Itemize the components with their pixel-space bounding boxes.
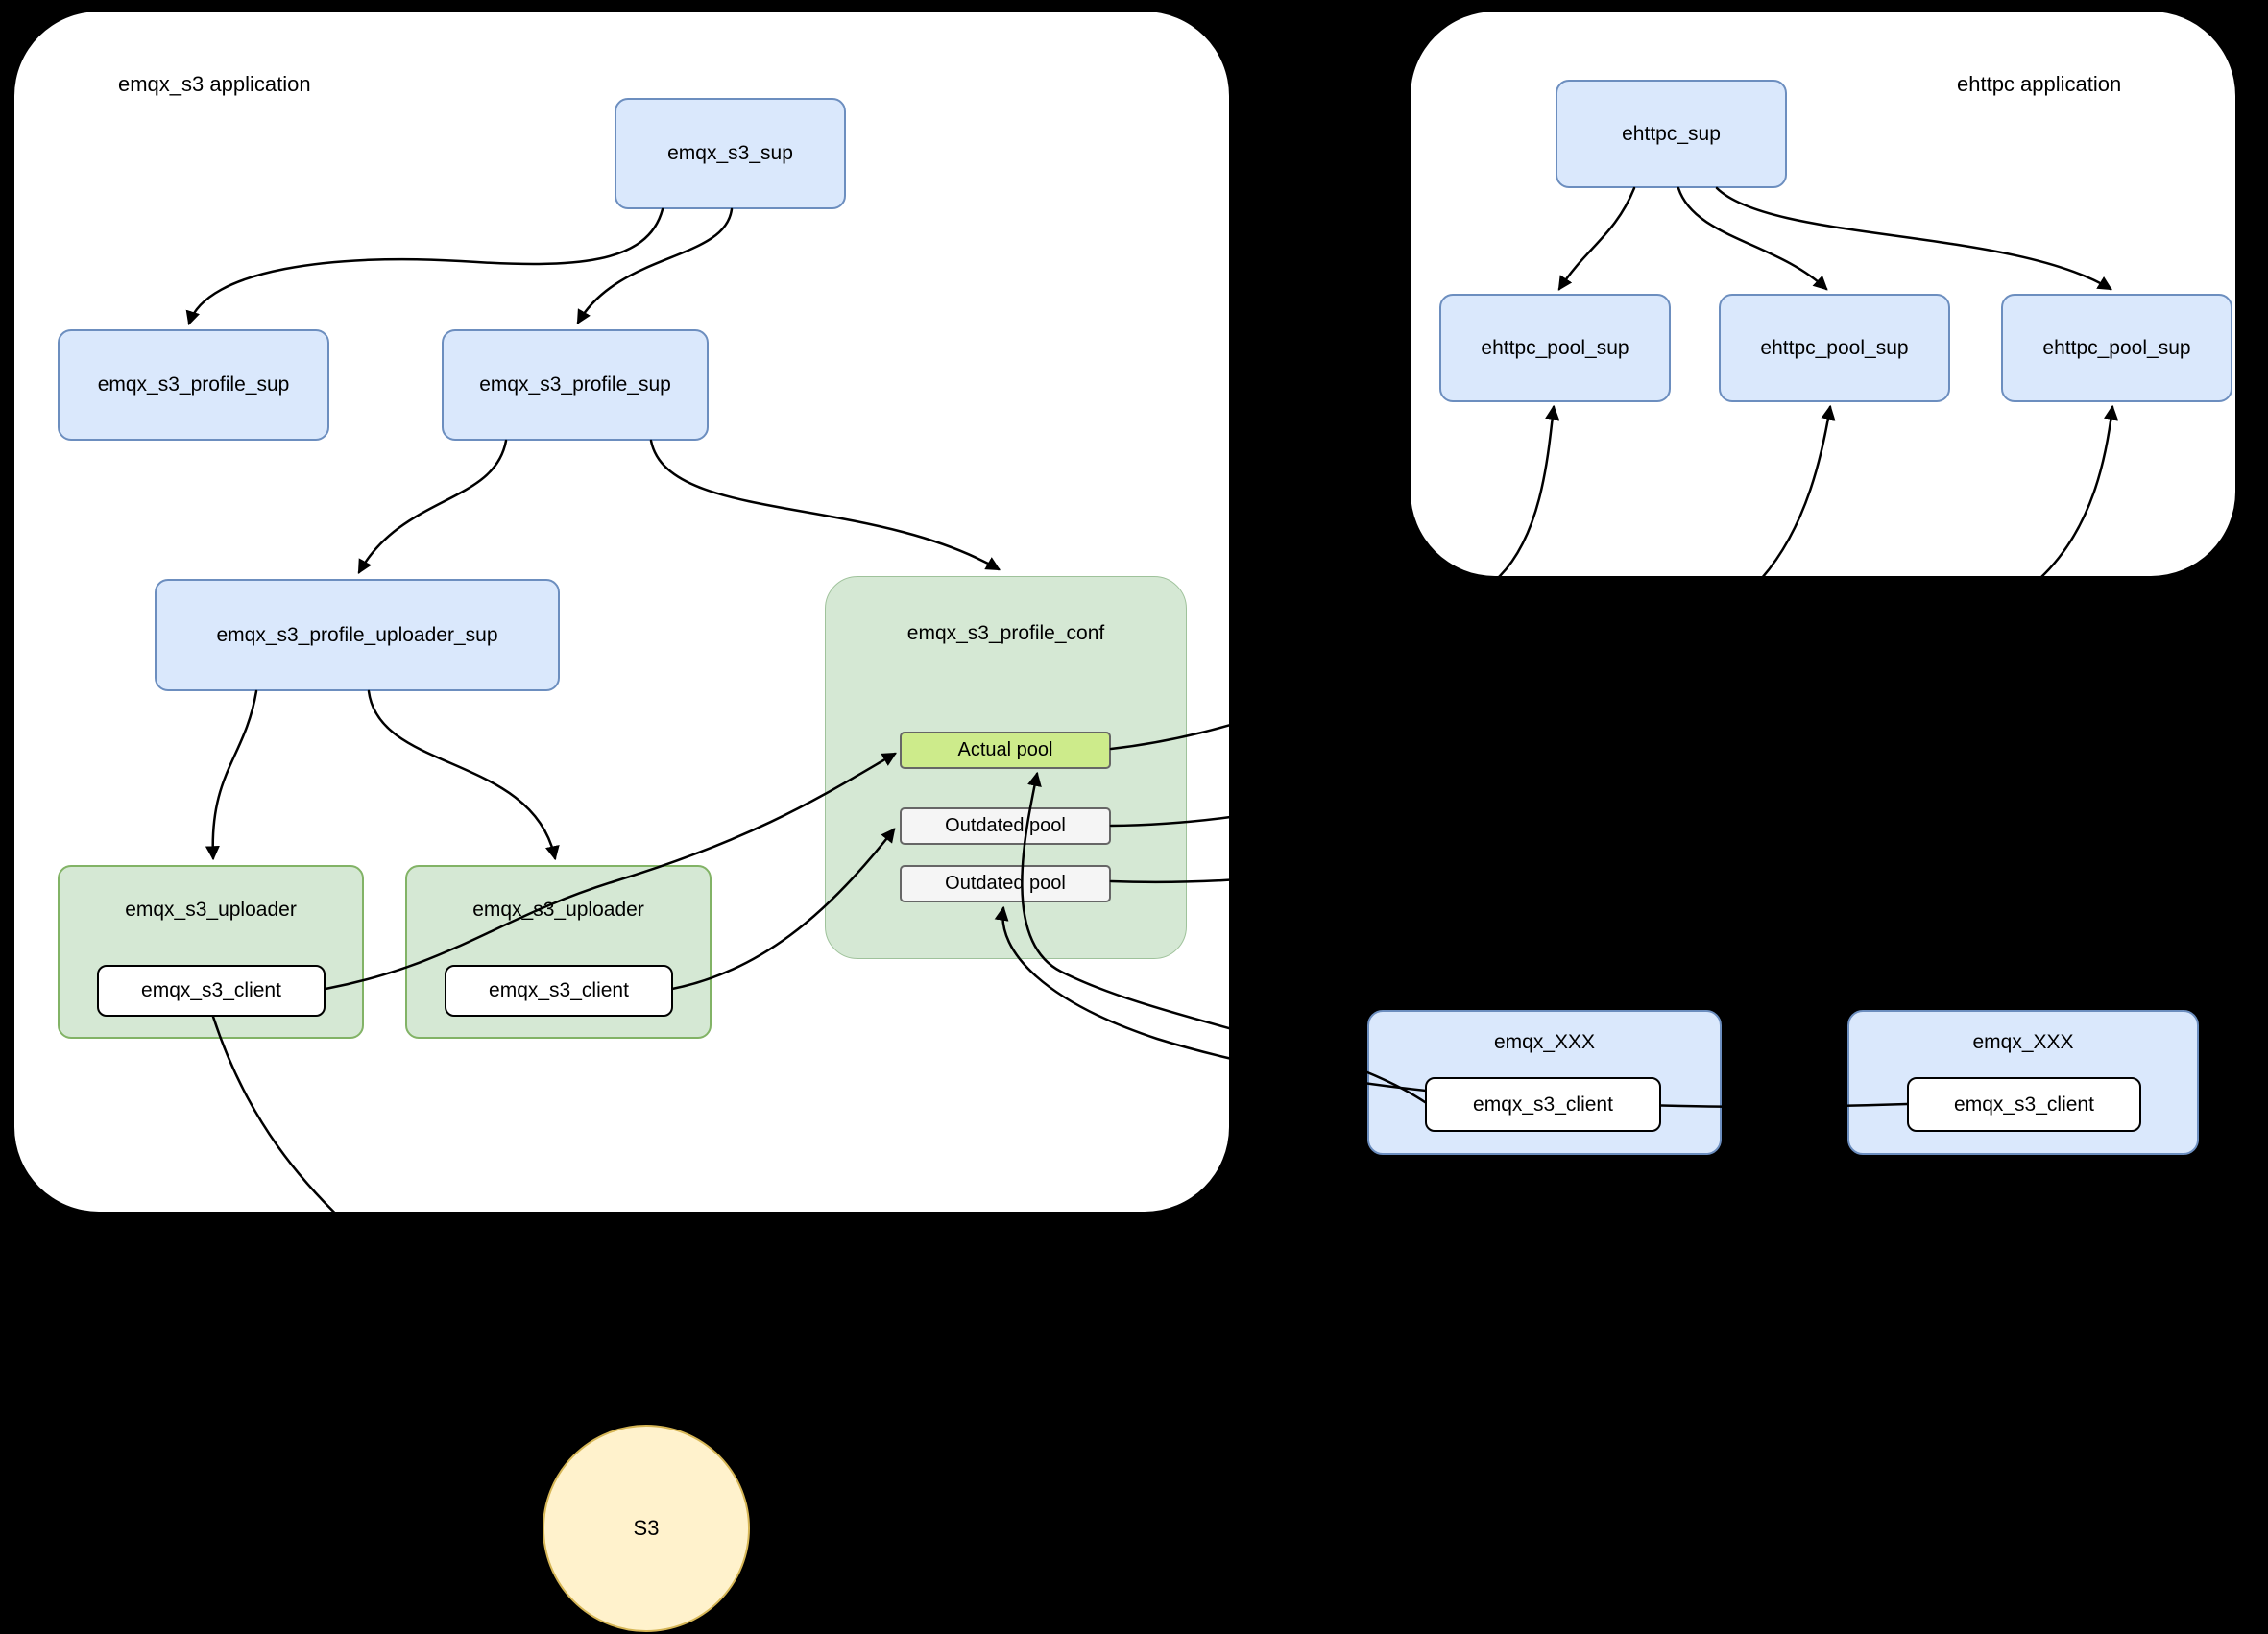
ehttpc-application-label: ehttpc application (1957, 72, 2122, 96)
s3-circle: S3 (543, 1425, 750, 1632)
emqx-s3-application-label: emqx_s3 application (118, 72, 311, 96)
node-emqx-s3-profile-uploader-sup: emqx_s3_profile_uploader_sup (155, 579, 560, 691)
emqx-xxx-left-label: emqx_XXX (1493, 1031, 1596, 1053)
emqx-xxx-left-client: emqx_s3_client (1425, 1077, 1661, 1132)
actual-pool: Actual pool (900, 732, 1111, 769)
outdated-pool-2: Outdated pool (900, 865, 1111, 902)
emqx-xxx-right-label: emqx_XXX (1972, 1031, 2074, 1053)
uploader-right-client: emqx_s3_client (445, 965, 673, 1017)
outdated-pool-1: Outdated pool (900, 807, 1111, 845)
node-emqx-s3-profile-sup-left: emqx_s3_profile_sup (58, 329, 329, 441)
node-ehttpc-pool-sup-3: ehttpc_pool_sup (2001, 294, 2232, 402)
emqx-xxx-right-client: emqx_s3_client (1907, 1077, 2141, 1132)
node-ehttpc-pool-sup-1: ehttpc_pool_sup (1439, 294, 1671, 402)
node-emqx-s3-profile-sup-right: emqx_s3_profile_sup (442, 329, 709, 441)
node-ehttpc-pool-sup-2: ehttpc_pool_sup (1719, 294, 1950, 402)
node-emqx-s3-sup: emqx_s3_sup (615, 98, 846, 209)
uploader-left-label: emqx_s3_uploader (125, 899, 297, 921)
node-ehttpc-sup: ehttpc_sup (1556, 80, 1787, 188)
uploader-right-label: emqx_s3_uploader (472, 899, 644, 921)
profile-conf-label: emqx_s3_profile_conf (906, 622, 1105, 644)
uploader-left-client: emqx_s3_client (97, 965, 326, 1017)
